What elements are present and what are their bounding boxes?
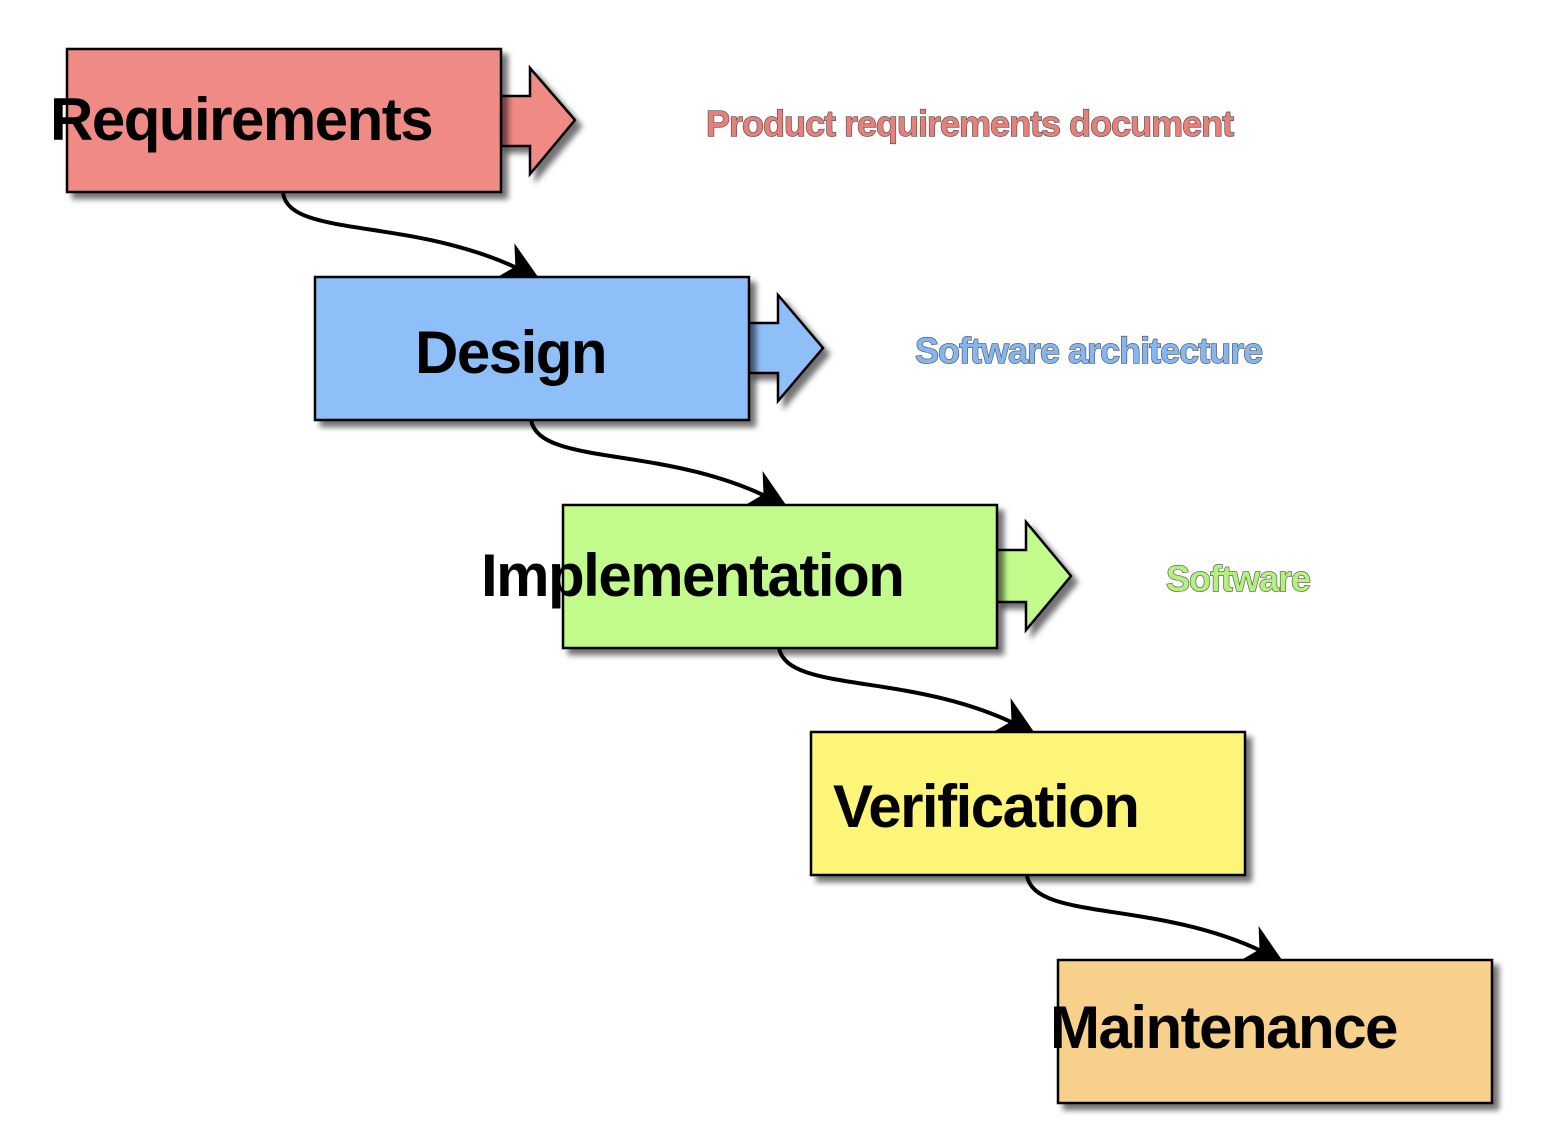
stage-verification: Verification: [809, 730, 1247, 877]
stage-label-requirements: Requirements: [50, 86, 432, 153]
connector-implementation-to-verification: [777, 647, 1037, 735]
output-label-requirements: Product requirements document: [706, 103, 1234, 144]
stage-requirements: Requirements Product requirements docume…: [50, 47, 1236, 194]
output-label-design: Software architecture: [915, 330, 1262, 371]
stage-label-design: Design: [415, 319, 606, 386]
stage-box-maintenance: [1056, 958, 1494, 1105]
output-arrow-design: [746, 291, 825, 405]
stage-maintenance: Maintenance: [1050, 958, 1494, 1105]
connector-requirements-to-design: [281, 192, 541, 280]
stage-box-verification: [809, 730, 1247, 877]
connector-design-to-implementation: [529, 419, 789, 508]
output-label-implementation: Software: [1166, 558, 1310, 599]
stage-label-verification: Verification: [833, 773, 1138, 840]
stage-box-implementation: [561, 503, 999, 650]
stage-box-requirements: [65, 47, 503, 194]
connector-verification-to-maintenance: [1025, 875, 1285, 963]
output-arrow-implementation: [994, 518, 1073, 634]
stage-label-maintenance: Maintenance: [1050, 994, 1397, 1061]
stage-implementation: Implementation Software: [481, 503, 1312, 650]
stage-label-implementation: Implementation: [481, 542, 903, 609]
stage-box-design: [313, 275, 751, 422]
output-arrow-requirements: [498, 64, 577, 178]
stage-design: Design Software architecture: [313, 275, 1264, 422]
